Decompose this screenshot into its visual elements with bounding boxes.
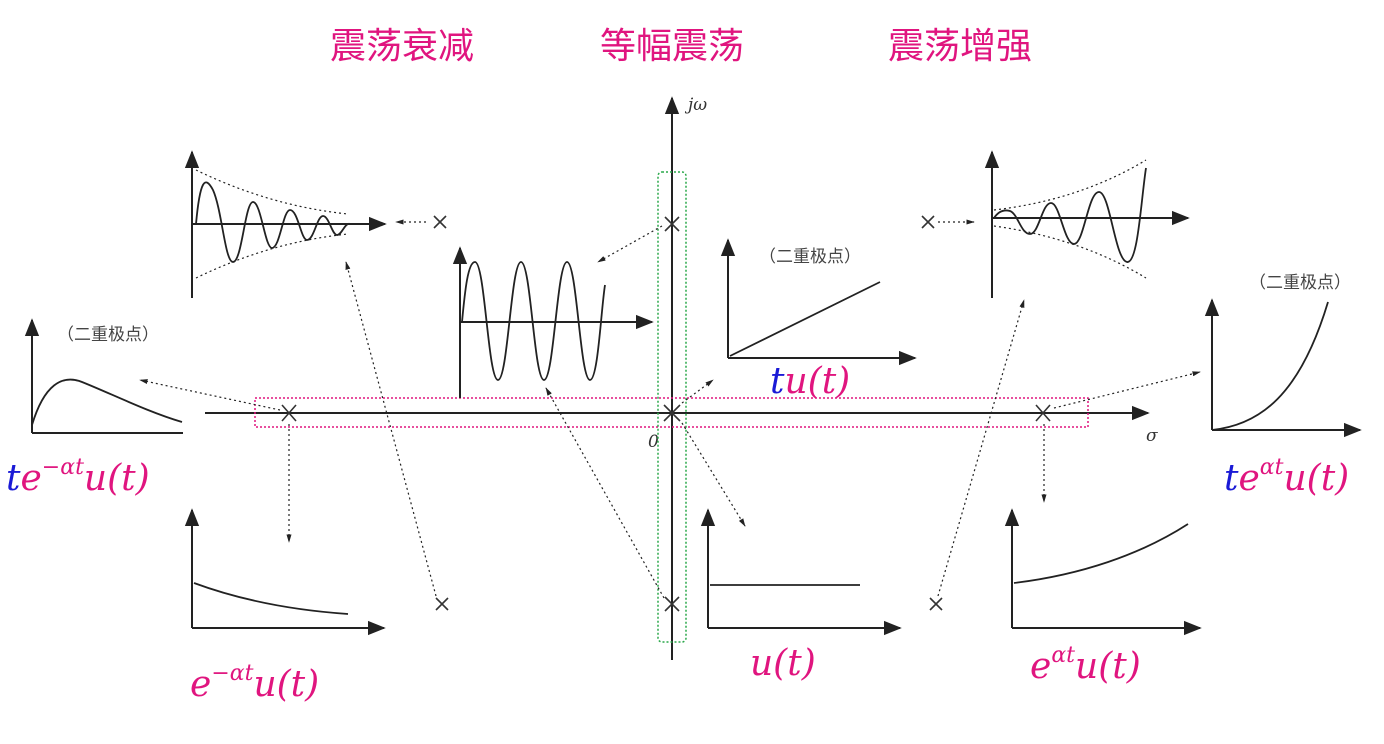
heading-growth: 震荡增强 xyxy=(888,26,1032,67)
imag-axis-label: jω xyxy=(684,95,707,115)
plot-t-exp-decay: （二重极点） xyxy=(24,318,183,434)
plot-constant-oscillation xyxy=(452,246,654,398)
formula-exp-pos: eαtu(t) xyxy=(1030,643,1141,687)
pole-upper-left xyxy=(433,215,447,229)
double-pole-note-right: （二重极点） xyxy=(1249,273,1351,293)
real-axis-highlight-box xyxy=(254,397,1089,428)
formula-t-exp-pos: teαtu(t) xyxy=(1224,455,1349,499)
plot-growing-oscillation xyxy=(984,150,1190,298)
pole-imag-lower xyxy=(664,596,680,612)
plot-t-exp-growth: （二重极点） xyxy=(1204,273,1362,438)
pole-plot-connectors xyxy=(139,219,1201,599)
heading-constant: 等幅震荡 xyxy=(600,26,744,67)
pole-imag-upper xyxy=(664,216,680,232)
imag-axis-highlight-box xyxy=(657,171,687,643)
double-pole-note-center: （二重极点） xyxy=(759,247,861,267)
formula-exp-neg: e−αtu(t) xyxy=(190,661,319,705)
pole-left-real xyxy=(281,404,297,422)
heading-decay: 震荡衰减 xyxy=(330,26,474,67)
real-axis-label: σ xyxy=(1146,426,1158,446)
formula-step: u(t) xyxy=(750,643,816,684)
origin-label: 0 xyxy=(648,432,659,452)
pole-right-real xyxy=(1035,404,1051,422)
pole-upper-right xyxy=(921,215,935,229)
pole-lower-right xyxy=(929,597,943,611)
plot-step xyxy=(700,508,902,636)
pole-lower-left xyxy=(435,597,449,611)
formula-t-exp-neg: te−αtu(t) xyxy=(6,455,150,499)
double-pole-note-left: （二重极点） xyxy=(57,325,159,345)
formula-ramp: tu(t) xyxy=(770,361,850,402)
plot-damped-oscillation xyxy=(184,150,387,298)
pole-origin xyxy=(663,404,681,422)
plot-exp-decay xyxy=(184,508,386,636)
plot-ramp: （二重极点） xyxy=(720,238,917,366)
plot-exp-growth xyxy=(1004,508,1202,636)
